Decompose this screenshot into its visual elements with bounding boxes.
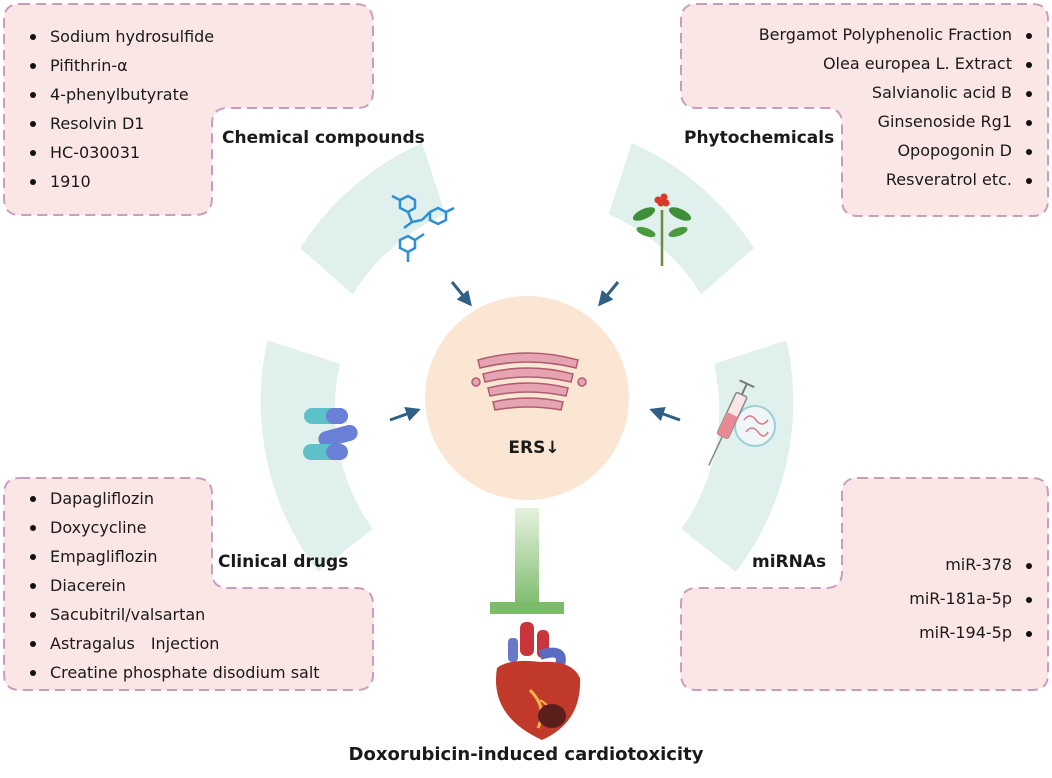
list-item: Diacerein xyxy=(4,571,320,600)
arrow-phyto-to-ers xyxy=(598,281,620,307)
capsule-pills-icon xyxy=(303,408,358,460)
list-item: HC-030031 xyxy=(4,138,214,167)
list-item: Ginsenoside Rg1 xyxy=(759,107,1040,136)
list-item: Astragalus Injection xyxy=(4,629,320,658)
chemical-compounds-title: Chemical compounds xyxy=(222,128,425,148)
ers-label: ERS↓ xyxy=(508,438,560,458)
heart-icon xyxy=(495,622,581,740)
list-item: Bergamot Polyphenolic Fraction xyxy=(759,20,1040,49)
arrow-chemical-to-ers xyxy=(450,281,472,307)
mirnas-box xyxy=(680,477,1049,691)
arrow-clinical-to-ers xyxy=(389,406,421,422)
list-item: Olea europea L. Extract xyxy=(759,49,1040,78)
list-item: Empagliflozin xyxy=(4,542,320,571)
list-item: Resolvin D1 xyxy=(4,109,214,138)
outcome-title: Doxorubicin-induced cardiotoxicity xyxy=(348,744,704,765)
chemical-compounds-box xyxy=(3,3,374,216)
list-item: Creatine phosphate disodium salt xyxy=(4,658,320,687)
phytochemicals-box xyxy=(680,3,1049,217)
clinical-drugs-title: Clinical drugs xyxy=(218,552,349,572)
clinical-drugs-list: Dapagliflozin Doxycycline Empagliflozin … xyxy=(4,484,320,687)
list-item: miR-378 xyxy=(909,548,1040,582)
arrow-mirna-to-ers xyxy=(649,406,681,422)
list-item: miR-194-5p xyxy=(909,616,1040,650)
list-item: 1910 xyxy=(4,167,214,196)
chemical-compounds-list: Sodium hydrosulfide Pifithrin-α 4-phenyl… xyxy=(4,22,214,196)
clinical-drugs-box xyxy=(3,477,374,691)
list-item: Sacubitril/valsartan xyxy=(4,600,320,629)
list-item: 4-phenylbutyrate xyxy=(4,80,214,109)
list-item: Dapagliflozin xyxy=(4,484,320,513)
mirnas-list: miR-378 miR-181a-5p miR-194-5p xyxy=(909,548,1040,650)
phytochemicals-list: Bergamot Polyphenolic Fraction Olea euro… xyxy=(759,20,1040,194)
list-item: Pifithrin-α xyxy=(4,51,214,80)
list-item: Salvianolic acid B xyxy=(759,78,1040,107)
list-item: Opopogonin D xyxy=(759,136,1040,165)
chemical-compounds-sector xyxy=(300,143,446,295)
endoplasmic-reticulum-icon xyxy=(471,352,587,411)
syringe-rna-icon xyxy=(708,379,776,466)
mirnas-sector xyxy=(681,340,794,572)
list-item: Sodium hydrosulfide xyxy=(4,22,214,51)
ginseng-plant-icon xyxy=(632,193,692,266)
list-item: Doxycycline xyxy=(4,513,320,542)
list-item: miR-181a-5p xyxy=(909,582,1040,616)
molecule-icon xyxy=(391,194,455,262)
mirnas-title: miRNAs xyxy=(752,552,827,572)
list-item: Resveratrol etc. xyxy=(759,165,1040,194)
inhibition-symbol xyxy=(490,508,564,614)
phytochemicals-title: Phytochemicals xyxy=(684,128,835,148)
